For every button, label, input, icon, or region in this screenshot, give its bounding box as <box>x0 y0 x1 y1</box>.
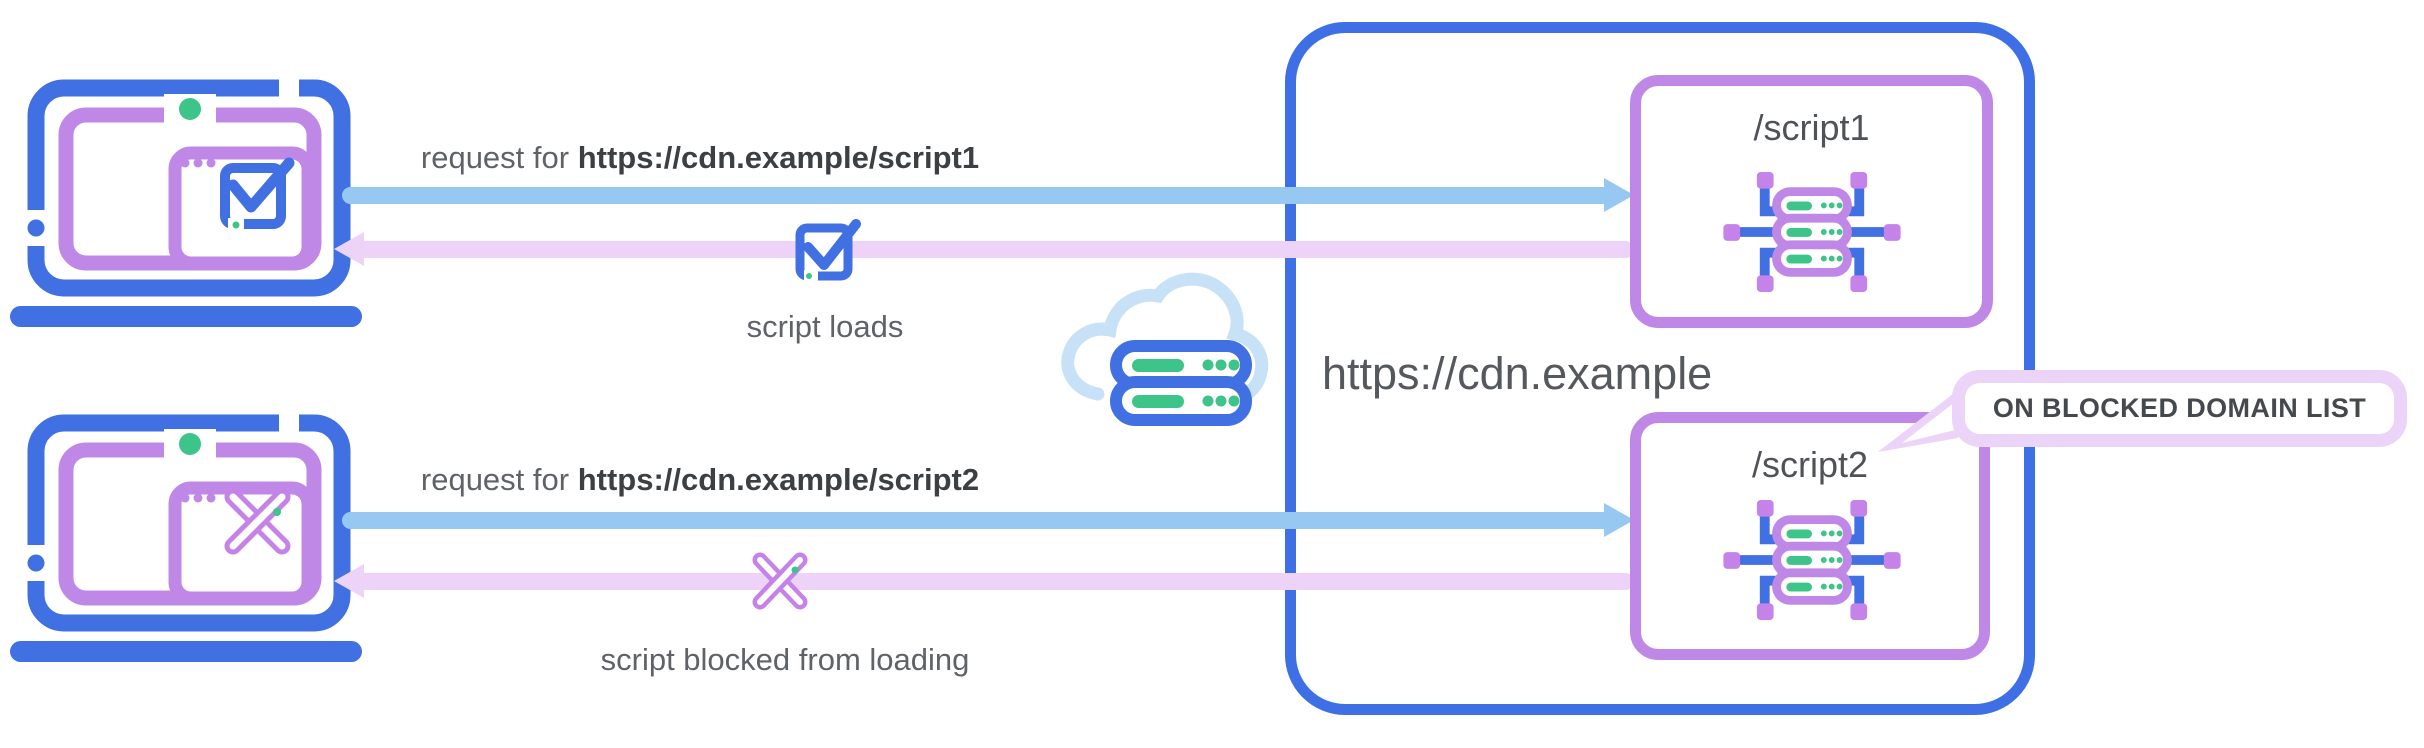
server-network-icon <box>1723 171 1901 293</box>
power-dot <box>179 98 201 120</box>
blocked-domain-callout: ON BLOCKED DOMAIN LIST <box>1952 370 2407 447</box>
cross-icon <box>224 488 291 555</box>
power-dot <box>179 433 201 455</box>
request-arrow-2 <box>342 512 1606 529</box>
server-network-icon <box>1723 499 1901 621</box>
result-label-1: script loads <box>746 309 904 344</box>
request-prefix: request for <box>420 140 570 175</box>
request-arrow-2-head <box>1604 503 1634 537</box>
response-arrow-1-head <box>334 232 364 266</box>
response-arrow-2-head <box>334 564 364 598</box>
cross-icon <box>752 552 808 610</box>
request-url: https://cdn.example/script1 <box>577 140 980 175</box>
check-square-icon <box>220 157 295 231</box>
response-arrow-2 <box>362 573 1634 590</box>
request-prefix: request for <box>420 462 570 497</box>
request-arrow-1 <box>342 187 1606 204</box>
callout-tail <box>1878 390 1958 452</box>
script2-label: /script2 <box>1751 444 1869 485</box>
request-arrow-1-head <box>1604 178 1634 212</box>
laptop-cross-icon <box>10 409 362 662</box>
request-label-2: request for https://cdn.example/script2 <box>340 462 1060 498</box>
result-label-2: script blocked from loading <box>600 642 970 677</box>
script1-label: /script1 <box>1753 107 1870 148</box>
cloud-server-icon <box>1061 272 1269 426</box>
request-label-1: request for https://cdn.example/script1 <box>340 140 1060 176</box>
request-url: https://cdn.example/script2 <box>577 462 980 497</box>
laptop-check-icon <box>10 74 362 327</box>
check-square-icon <box>795 219 861 281</box>
response-arrow-1 <box>362 241 1634 258</box>
cdn-box <box>1285 22 2035 715</box>
cdn-domain-label: https://cdn.example <box>1322 348 1713 399</box>
